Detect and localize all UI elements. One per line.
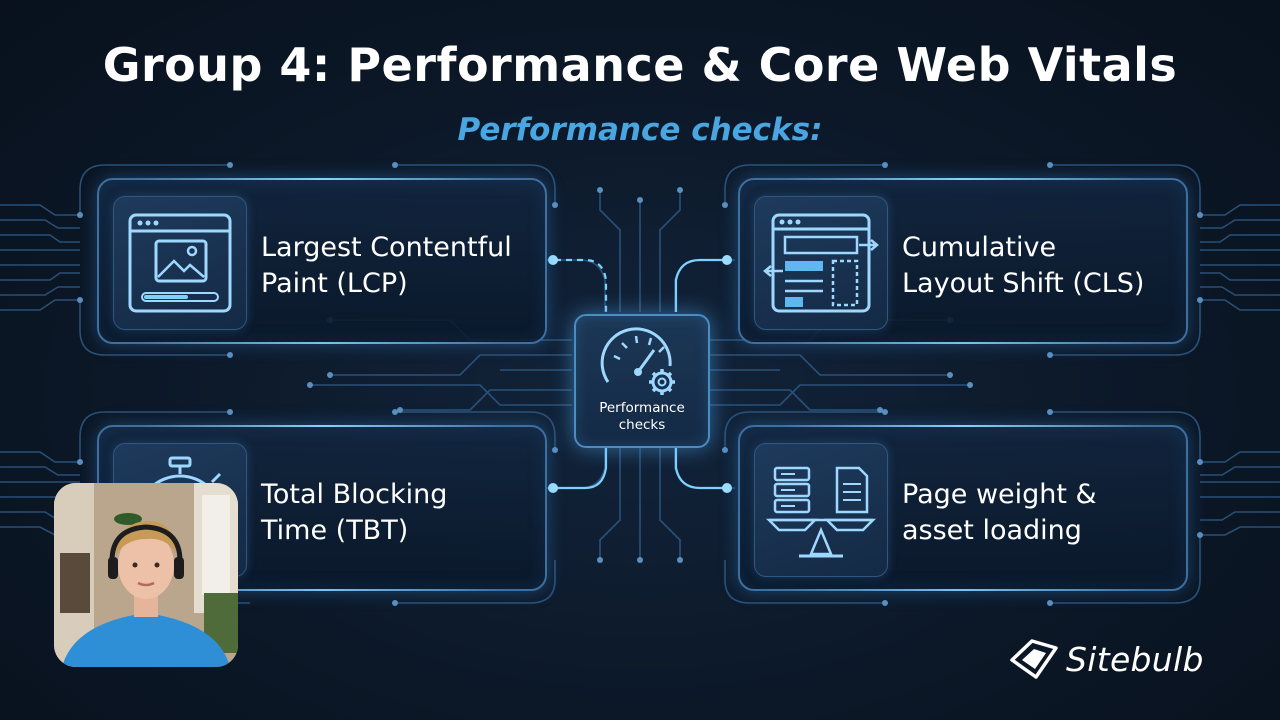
card-label-cls: Cumulative Layout Shift (CLS) bbox=[902, 230, 1182, 302]
speedometer-gear-icon bbox=[600, 327, 675, 395]
scale-server-document-icon bbox=[754, 443, 888, 577]
chip-line2: checks bbox=[618, 417, 666, 433]
card-page-weight: Page weight & asset loading bbox=[738, 425, 1188, 591]
browser-image-loading-icon bbox=[113, 196, 247, 330]
chip-line1: Performance bbox=[599, 400, 685, 416]
sitebulb-logo-icon bbox=[1010, 639, 1058, 679]
card-pw-line2: asset loading bbox=[902, 515, 1082, 546]
card-lcp-line2: Paint (LCP) bbox=[261, 268, 408, 299]
card-tbt-line1: Total Blocking bbox=[261, 479, 448, 510]
card-label-page-weight: Page weight & asset loading bbox=[902, 477, 1182, 549]
card-label-tbt: Total Blocking Time (TBT) bbox=[261, 477, 541, 549]
performance-checks-chip: Performance checks bbox=[574, 314, 710, 448]
chip-label: Performance checks bbox=[576, 400, 708, 434]
presenter-webcam bbox=[54, 483, 238, 667]
sitebulb-brand: Sitebulb bbox=[1008, 636, 1204, 682]
layout-shift-icon bbox=[754, 196, 888, 330]
card-lcp: Largest Contentful Paint (LCP) bbox=[97, 178, 547, 344]
card-lcp-line1: Largest Contentful bbox=[261, 232, 512, 263]
brand-name: Sitebulb bbox=[1066, 639, 1204, 679]
card-cls-line2: Layout Shift (CLS) bbox=[902, 268, 1145, 299]
slide-title: Group 4: Performance & Core Web Vitals bbox=[102, 38, 1178, 92]
card-cls-line1: Cumulative bbox=[902, 232, 1057, 263]
presenter-figure bbox=[54, 483, 238, 667]
slide-subtitle: Performance checks: bbox=[457, 112, 823, 148]
card-tbt-line2: Time (TBT) bbox=[261, 515, 409, 546]
card-label-lcp: Largest Contentful Paint (LCP) bbox=[261, 230, 541, 302]
card-cls: Cumulative Layout Shift (CLS) bbox=[738, 178, 1188, 344]
card-pw-line1: Page weight & bbox=[902, 479, 1097, 510]
